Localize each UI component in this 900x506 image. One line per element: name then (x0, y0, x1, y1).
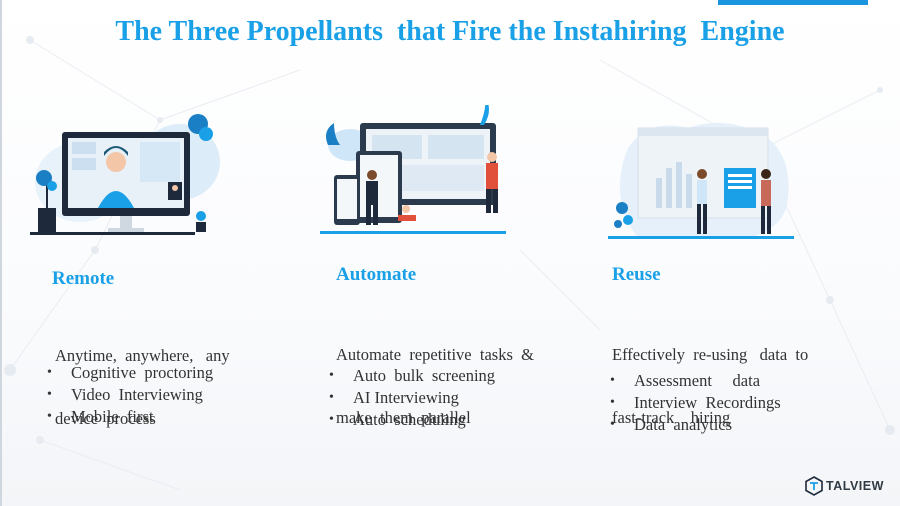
bullet-icon: • (47, 409, 52, 424)
bullet-list-remote: •Cognitive proctoring •Video Interviewin… (47, 362, 213, 428)
list-item: •Auto bulk screening (329, 366, 496, 385)
slide-title: The Three Propellants that Fire the Inst… (115, 16, 785, 47)
description-line: Effectively re-using data to (612, 345, 809, 364)
description-line: device process (55, 409, 156, 428)
bullet-icon: • (610, 395, 615, 410)
list-item: •Data analytics (610, 415, 733, 434)
data-dashboard-illustration (608, 118, 798, 242)
bullet-icon: • (610, 417, 615, 432)
bullet-icon: • (47, 387, 52, 402)
logo-text: TALVIEW (826, 479, 884, 493)
video-call-monitor-illustration (30, 112, 220, 240)
bullet-icon: • (329, 412, 334, 427)
column-description-automate: Automate repetitive tasks & make them pa… (336, 302, 534, 470)
column-description-reuse: Effectively re-using data to fast-track … (612, 302, 808, 470)
bullet-list-reuse: •Assessment data •Interview Recordings •… (610, 370, 781, 436)
bullet-icon: • (329, 390, 334, 405)
description-line: Automate repetitive tasks & (336, 345, 534, 364)
description-line: make them parallel (336, 408, 471, 427)
column-heading-automate: Automate (336, 264, 417, 285)
talview-hexagon-logo-icon (805, 476, 823, 496)
bullet-icon: • (47, 365, 52, 380)
bullet-list-automate: •Auto bulk screening •AI Interviewing •A… (329, 365, 495, 431)
list-item: •Auto scheduling (329, 410, 466, 429)
column-heading-reuse: Reuse (612, 264, 661, 285)
list-item: •AI Interviewing (329, 388, 459, 407)
top-accent-bar (718, 0, 868, 5)
bullet-icon: • (610, 373, 615, 388)
list-item: •Interview Recordings (610, 393, 781, 412)
slide-left-border (0, 0, 2, 506)
bullet-icon: • (329, 368, 334, 383)
list-item: •Cognitive proctoring (47, 363, 214, 382)
talview-logo: TALVIEW (805, 476, 884, 496)
description-line: Anytime, anywhere, any (55, 346, 230, 365)
list-item: •Mobile first (47, 407, 154, 426)
column-description-remote: Anytime, anywhere, any device process (55, 303, 230, 471)
list-item: •Video Interviewing (47, 385, 203, 404)
multi-device-team-illustration (320, 105, 510, 240)
list-item: •Assessment data (610, 371, 761, 390)
column-heading-remote: Remote (52, 268, 115, 289)
description-line: fast-track hiring (612, 408, 731, 427)
